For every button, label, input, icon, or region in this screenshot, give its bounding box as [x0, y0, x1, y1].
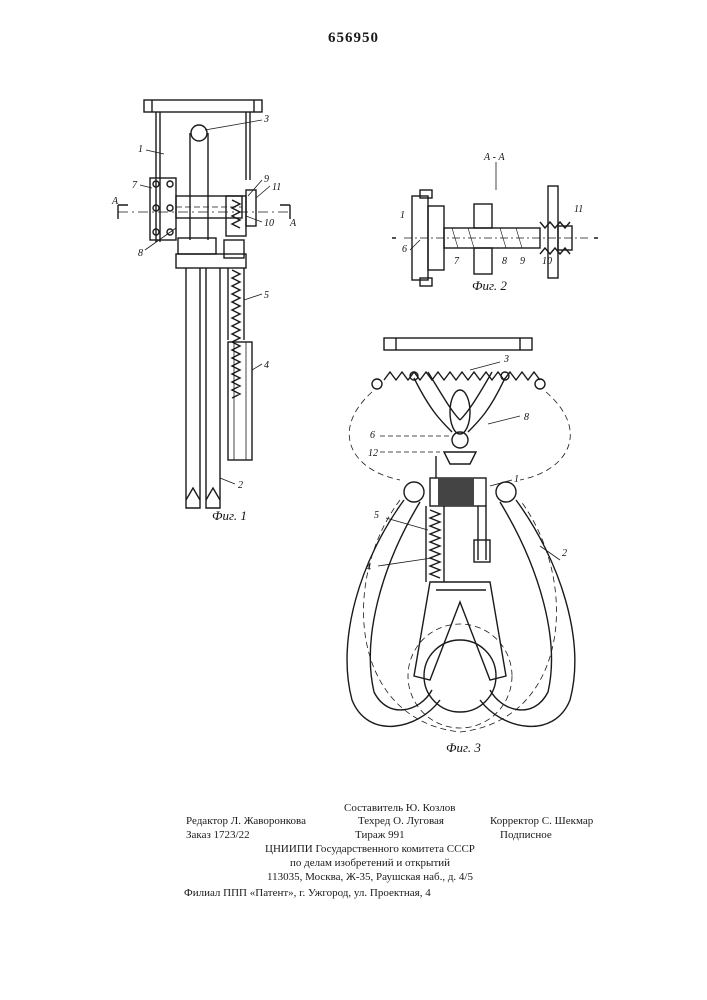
- fig2-section-title: А - А: [483, 152, 505, 163]
- fig2-caption: Фиг. 2: [472, 278, 507, 293]
- fig1-label-8: 8: [138, 248, 143, 259]
- fig2-label-1: 1: [400, 210, 405, 221]
- fig3-label-12: 12: [368, 448, 378, 459]
- imprint-composer: Составитель Ю. Козлов: [344, 802, 455, 815]
- fig1-label-7: 7: [132, 180, 138, 191]
- fig3-label-8: 8: [524, 412, 529, 423]
- fig3-label-4: 4: [366, 562, 371, 573]
- fig2-label-9: 9: [520, 256, 525, 267]
- fig1-top-pivot: [191, 125, 207, 141]
- fig3-label-2: 2: [562, 548, 567, 559]
- fig1-label-3: 3: [263, 114, 269, 125]
- fig3-top-spring: [384, 372, 540, 380]
- fig1-label-10: 10: [264, 218, 274, 229]
- imprint-techred: Техред О. Луговая: [358, 815, 444, 828]
- fig1-label-4: 4: [264, 360, 269, 371]
- fig2-label-6: 6: [402, 244, 407, 255]
- fig3-label-1: 1: [514, 474, 519, 485]
- fig3-label-6: 6: [370, 430, 375, 441]
- fig3-right-jaw: [480, 500, 575, 726]
- fig3-label-3: 3: [503, 354, 509, 365]
- figure-2: [392, 162, 598, 286]
- fig1-section-mark-left: А: [111, 196, 119, 207]
- imprint-org-line1: ЦНИИПИ Государственного комитета СССР: [180, 843, 560, 856]
- fig3-top-plate: [384, 338, 532, 350]
- fig2-label-8: 8: [502, 256, 507, 267]
- fig1-label-1: 1: [138, 144, 143, 155]
- fig2-label-10: 10: [542, 256, 552, 267]
- fig3-caption: Фиг. 3: [446, 740, 481, 755]
- imprint-order: Заказ 1723/22: [186, 829, 250, 842]
- figure-3: [347, 338, 575, 732]
- fig2-label-7: 7: [454, 256, 460, 267]
- fig1-section-mark-right: А: [289, 218, 297, 229]
- fig1-label-9: 9: [264, 174, 269, 185]
- fig1-top-plate: [144, 100, 262, 112]
- fig1-label-5: 5: [264, 290, 269, 301]
- fig2-label-11: 11: [574, 204, 583, 215]
- figure-1: [118, 100, 290, 508]
- fig3-label-5: 5: [374, 510, 379, 521]
- imprint-address: 113035, Москва, Ж-35, Раушская наб., д. …: [180, 871, 560, 884]
- imprint-editor: Редактор Л. Жаворонкова: [186, 815, 306, 828]
- imprint-subscription: Подписное: [500, 829, 552, 842]
- fig3-pipe: [424, 640, 496, 712]
- imprint-branch: Филиал ППП «Патент», г. Ужгород, ул. Про…: [184, 887, 431, 900]
- imprint-corrector: Корректор С. Шекмар: [490, 815, 593, 828]
- imprint-org-line2: по делам изобретений и открытий: [180, 857, 560, 870]
- imprint-circulation: Тираж 991: [355, 829, 405, 842]
- fig1-label-11: 11: [272, 182, 281, 193]
- fig1-label-2: 2: [238, 480, 243, 491]
- fig1-caption: Фиг. 1: [212, 508, 247, 523]
- fig1-cylinder: [228, 342, 252, 460]
